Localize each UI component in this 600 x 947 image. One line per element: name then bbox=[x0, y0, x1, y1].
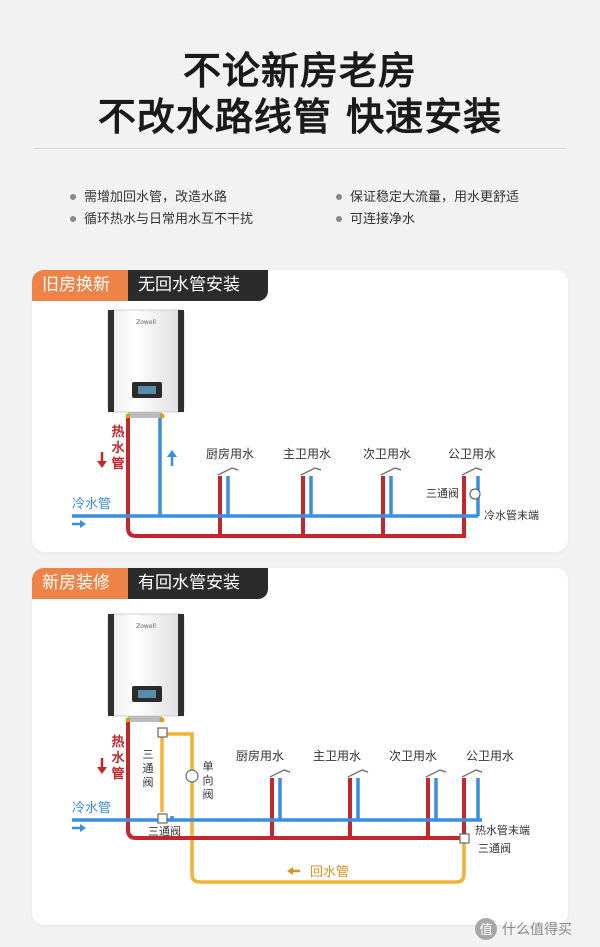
down-arrow-icon bbox=[97, 452, 107, 468]
diagram-with-return: Zowell bbox=[72, 613, 530, 884]
valve-icon bbox=[459, 833, 470, 844]
water-heater-icon bbox=[107, 613, 185, 723]
bullet-item: 保证稳定大流量，用水更舒适 bbox=[336, 186, 519, 205]
valve-icon bbox=[469, 488, 481, 500]
valve-right-label: 三通阀 bbox=[478, 841, 511, 855]
valve-vertical-label: 三 bbox=[143, 748, 154, 761]
outlet-label: 厨房用水 bbox=[206, 446, 254, 461]
bullet-text: 需增加回水管，改造水路 bbox=[84, 190, 228, 205]
outlet-label: 次卫用水 bbox=[389, 749, 437, 763]
up-arrow-icon bbox=[167, 450, 177, 466]
watermark-logo-char: 值 bbox=[479, 922, 492, 938]
heater-brand: Zowell bbox=[136, 623, 156, 630]
check-valve-icon bbox=[185, 769, 199, 783]
faucet-icons bbox=[269, 769, 483, 778]
watermark-logo-icon bbox=[475, 918, 497, 940]
tag-new-house: 新房装修 bbox=[32, 568, 128, 599]
water-heater-icon bbox=[107, 309, 185, 419]
valve-vertical-label: 通 bbox=[143, 762, 154, 775]
hot-water-pipe bbox=[126, 418, 466, 538]
bullet-item: 循环热水与日常用水互不干扰 bbox=[70, 208, 253, 227]
hot-pipe-label: 管 bbox=[111, 766, 124, 782]
watermark-text: 什么值得买 bbox=[502, 921, 572, 938]
hot-pipe-label: 水 bbox=[111, 750, 125, 766]
inlet-arrow-icon bbox=[72, 520, 86, 528]
bullet-item: 需增加回水管，改造水路 bbox=[70, 186, 227, 205]
outlet-label: 厨房用水 bbox=[236, 748, 284, 763]
check-valve-label: 向 bbox=[203, 773, 214, 787]
bullet-dot-icon bbox=[336, 215, 342, 222]
bullet-dot-icon bbox=[336, 193, 342, 200]
bullet-dot-icon bbox=[70, 193, 76, 200]
card-old-house: 旧房换新 无回水管安装 Zowell bbox=[32, 270, 568, 552]
faucet-icons bbox=[217, 467, 483, 476]
pipe-end-label: 冷水管末端 bbox=[484, 508, 539, 522]
divider bbox=[34, 148, 566, 149]
headline-line-2: 不改水路线管 快速安装 bbox=[97, 95, 503, 139]
inlet-arrow-icon bbox=[72, 824, 86, 832]
return-water-pipe bbox=[160, 732, 466, 884]
valve-icon bbox=[157, 813, 168, 824]
return-arrow-icon bbox=[287, 867, 300, 875]
watermark: 值 什么值得买 bbox=[475, 918, 572, 940]
hot-water-pipe bbox=[126, 722, 466, 840]
cold-water-pipe bbox=[72, 778, 482, 822]
diagram-no-return: Zowell 热 bbox=[72, 309, 539, 538]
hot-pipe-label: 管 bbox=[111, 456, 124, 472]
headline-line-1: 不论新房老房 bbox=[182, 49, 417, 93]
down-arrow-icon bbox=[97, 758, 107, 774]
hot-pipe-label: 水 bbox=[111, 440, 125, 456]
bullet-text: 保证稳定大流量，用水更舒适 bbox=[350, 190, 520, 205]
cold-water-pipe bbox=[72, 418, 480, 518]
check-valve-label: 阀 bbox=[203, 787, 214, 801]
check-valve-label: 单 bbox=[203, 760, 214, 773]
bullet-dot-icon bbox=[70, 215, 76, 222]
heater-brand: Zowell bbox=[136, 319, 156, 326]
outlet-label: 公卫用水 bbox=[466, 749, 514, 763]
bullet-item: 可连接净水 bbox=[336, 208, 415, 227]
valve-icon bbox=[157, 727, 168, 738]
outlet-label: 公卫用水 bbox=[448, 447, 496, 461]
outlet-label: 主卫用水 bbox=[313, 749, 361, 763]
bullet-text: 可连接净水 bbox=[350, 212, 416, 227]
outlet-label: 次卫用水 bbox=[363, 447, 411, 461]
return-pipe-label: 回水管 bbox=[310, 865, 349, 880]
outlet-label: 主卫用水 bbox=[283, 447, 331, 461]
cold-pipe-label: 冷水管 bbox=[72, 497, 111, 512]
card-new-house: 新房装修 有回水管安装 Zowell bbox=[32, 568, 568, 925]
tag-old-house: 旧房换新 bbox=[32, 270, 128, 301]
hot-pipe-label: 热 bbox=[111, 734, 124, 750]
tag-with-return-pipe: 有回水管安装 bbox=[128, 568, 268, 599]
pipe-end-label: 热水管末端 bbox=[475, 823, 530, 837]
bullet-text: 循环热水与日常用水互不干扰 bbox=[84, 212, 254, 227]
valve-vertical-label: 阀 bbox=[143, 775, 154, 789]
hot-pipe-label: 热 bbox=[111, 424, 124, 440]
valve-label: 三通阀 bbox=[426, 486, 459, 500]
tag-no-return-pipe: 无回水管安装 bbox=[128, 270, 268, 301]
valve-left-label: 三通阀 bbox=[148, 824, 181, 838]
cold-pipe-label: 冷水管 bbox=[72, 801, 111, 816]
